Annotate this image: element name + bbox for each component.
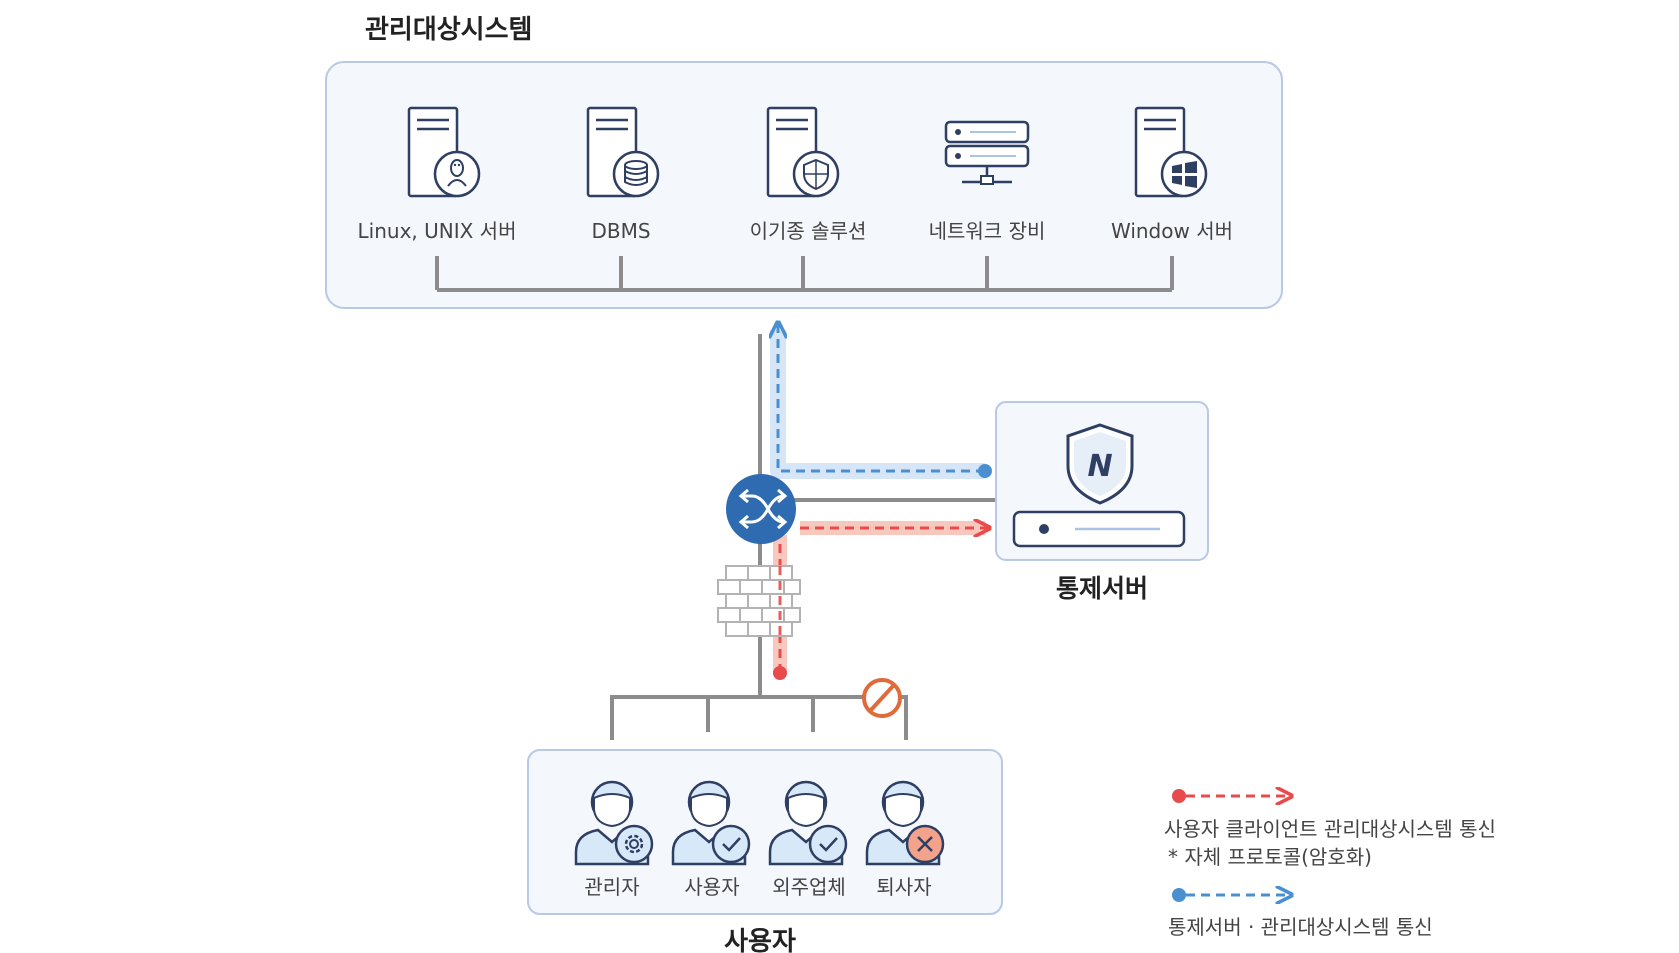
legend-red-note: * 자체 프로토콜(암호화) (1168, 845, 1372, 869)
legend-blue-line (1172, 888, 1290, 902)
blocked-icon (862, 678, 902, 718)
system-label-dbms: DBMS (591, 219, 650, 243)
red-communication-path (773, 528, 988, 680)
system-label-windows: Window 서버 (1111, 219, 1233, 243)
firewall-icon (717, 565, 801, 637)
legend-blue-text: 통제서버 · 관리대상시스템 통신 (1168, 915, 1433, 939)
system-label-linux: Linux, UNIX 서버 (358, 219, 517, 243)
check-icon (711, 824, 751, 864)
network-switch-icon (726, 474, 796, 544)
user-label-outsourcer: 외주업체 (772, 875, 846, 899)
blue-communication-path (778, 324, 992, 479)
network-device-icon (944, 120, 1030, 185)
users-title: 사용자 (724, 927, 796, 953)
database-server-icon (586, 106, 660, 198)
linux-server-icon (407, 106, 481, 198)
svg-text:N: N (1087, 449, 1112, 484)
control-server-title: 통제서버 (1056, 574, 1148, 603)
legend-red-text: 사용자 클라이언트 관리대상시스템 통신 (1164, 817, 1496, 841)
control-server-unit-icon (1012, 510, 1186, 548)
managed-system-title: 관리대상시스템 (365, 15, 532, 45)
user-avatar-0 (574, 780, 650, 866)
user-bus (610, 695, 908, 740)
security-solution-server-icon (766, 106, 840, 198)
x-icon (905, 824, 945, 864)
user-label-retiree: 퇴사자 (876, 875, 931, 899)
gear-icon (614, 824, 654, 864)
managed-system-bus (435, 256, 1174, 292)
check-icon (808, 824, 848, 864)
legend-red-line (1172, 789, 1290, 803)
n-shield-icon: N (1066, 423, 1134, 505)
windows-server-icon (1134, 106, 1208, 198)
system-label-network: 네트워크 장비 (929, 219, 1046, 243)
users-panel (527, 749, 1003, 915)
user-label-user: 사용자 (684, 875, 739, 899)
user-label-admin: 관리자 (584, 875, 639, 899)
system-label-solution: 이기종 솔루션 (750, 219, 867, 243)
